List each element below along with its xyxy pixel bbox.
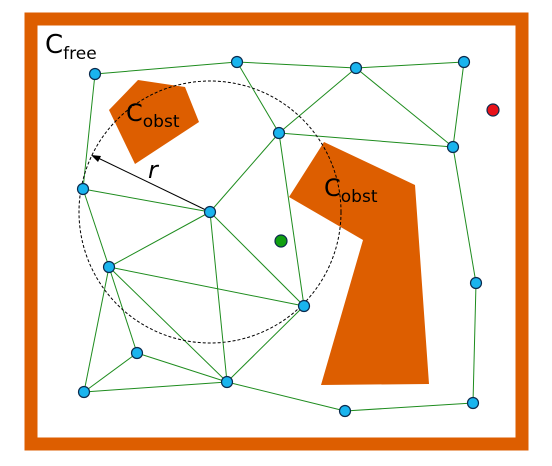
roadmap-edge — [209, 211, 228, 383]
roadmap-node — [297, 299, 311, 313]
roadmap-node — [272, 126, 286, 140]
radius-arrowhead — [91, 155, 101, 162]
roadmap-edge — [209, 132, 280, 213]
roadmap-node — [76, 182, 90, 196]
roadmap-node — [203, 205, 217, 219]
roadmap-node — [230, 55, 244, 69]
roadmap-edge — [452, 146, 477, 284]
roadmap-node — [338, 404, 352, 418]
roadmap-edge — [108, 266, 228, 383]
roadmap-edge — [83, 266, 110, 393]
roadmap-node — [457, 55, 471, 69]
goal-point — [486, 103, 500, 117]
roadmap-edge — [236, 61, 280, 134]
roadmap-node — [446, 140, 460, 154]
radius-label: r — [148, 156, 160, 184]
roadmap-edge — [278, 67, 357, 134]
roadmap-edge — [82, 188, 211, 213]
roadmap-edge — [278, 132, 305, 307]
roadmap-edge — [136, 352, 228, 383]
roadmap-node — [469, 276, 483, 290]
radius-line — [95, 156, 211, 213]
roadmap-node — [466, 396, 480, 410]
roadmap-node — [102, 260, 116, 274]
roadmap-edge — [94, 61, 238, 75]
roadmap-node — [88, 67, 102, 81]
roadmap-nodes — [76, 55, 483, 418]
roadmap-edge — [226, 305, 305, 383]
roadmap-edge — [472, 282, 477, 404]
roadmap-edge — [236, 61, 357, 69]
roadmap-edge — [108, 211, 211, 268]
free-space-label: Cfree — [45, 30, 97, 64]
roadmap-edge — [108, 266, 305, 307]
roadmap-edge — [83, 352, 138, 393]
config-space-frame — [24, 12, 529, 451]
neighborhood-circle — [78, 80, 342, 344]
roadmap-node — [220, 375, 234, 389]
obstacle-2-label: Cobst — [324, 174, 378, 207]
roadmap-edge — [355, 61, 465, 69]
obstacle-2 — [289, 142, 429, 385]
start-point — [274, 234, 288, 248]
roadmap-node — [77, 385, 91, 399]
roadmap-edge — [278, 132, 454, 148]
roadmap-edge — [355, 67, 454, 148]
roadmap-edge — [452, 61, 465, 148]
roadmap-edge — [209, 211, 305, 307]
roadmap-edge — [82, 73, 96, 190]
obstacle-1-label: Cobst — [126, 99, 180, 132]
roadmap-edge — [344, 402, 474, 412]
roadmap-node — [130, 346, 144, 360]
obstacle-1 — [109, 80, 199, 164]
roadmap-edges — [82, 61, 477, 412]
roadmap-edge — [83, 381, 228, 393]
roadmap-node — [349, 61, 363, 75]
roadmap-edge — [226, 381, 346, 412]
roadmap-edge — [82, 188, 110, 268]
